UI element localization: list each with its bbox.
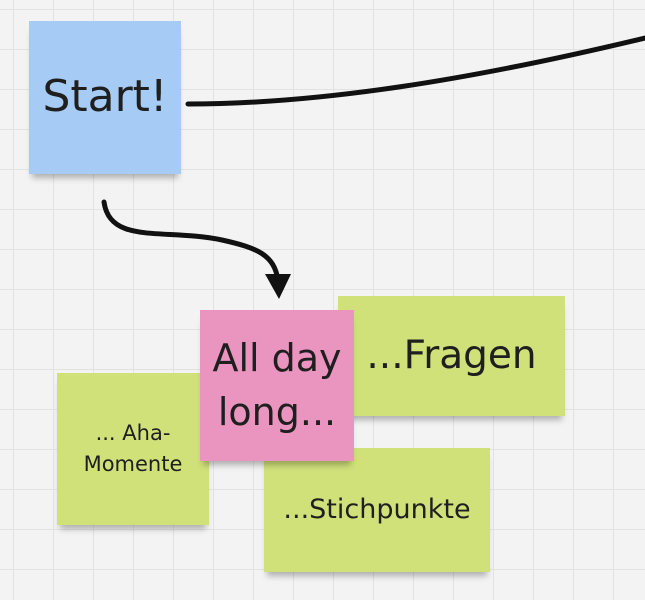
sticky-note-fragen-text: ...Fragen — [366, 332, 537, 378]
sticky-note-aha-line1: ... Aha- — [95, 420, 171, 445]
sticky-note-aha-line2: Momente — [83, 452, 183, 476]
sticky-note-start-text: Start! — [42, 71, 168, 123]
arrowhead-icon — [265, 274, 291, 299]
sticky-note-aha-momente[interactable]: ... Aha- Momente — [57, 373, 209, 525]
sticky-note-start[interactable]: Start! — [29, 21, 181, 174]
sticky-note-aha-text: ... Aha- Momente — [84, 418, 183, 481]
sticky-note-all-day-long[interactable]: All day long... — [200, 310, 354, 461]
sticky-note-fragen[interactable]: ...Fragen — [338, 296, 565, 416]
sticky-note-all-day-line2: long... — [217, 389, 337, 434]
connector-start-to-all-day[interactable] — [101, 199, 281, 283]
sticky-note-stichpunkte[interactable]: ...Stichpunkte — [264, 448, 490, 572]
sticky-note-stichpunkte-text: ...Stichpunkte — [283, 493, 471, 525]
sticky-note-all-day-text: All day long... — [212, 332, 341, 438]
sticky-note-all-day-line1: All day — [212, 336, 342, 381]
connector-start-to-right[interactable] — [185, 35, 645, 107]
